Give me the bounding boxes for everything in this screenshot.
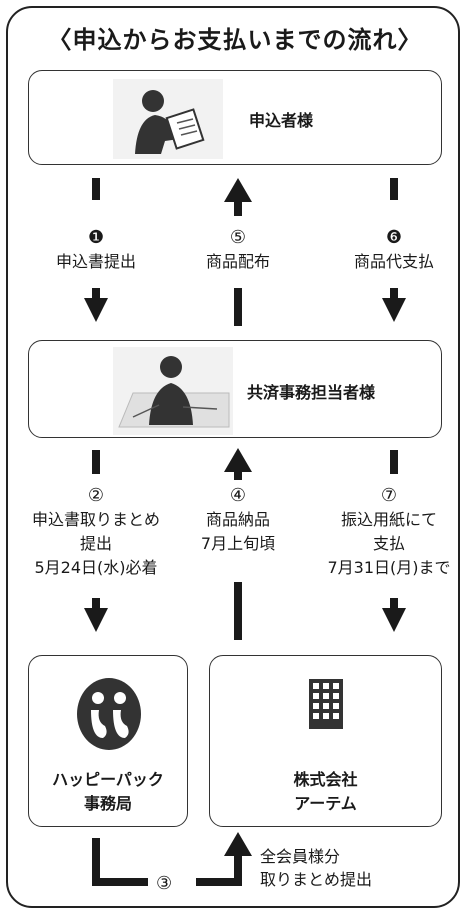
arrow-2-head: [84, 608, 108, 632]
step-2-line1: 申込書取りまとめ: [31, 510, 160, 529]
officer-box: 共済事務担当者様: [28, 340, 442, 438]
arrow-5-shaft: [234, 202, 242, 216]
happypack-label-1: ハッピーパック: [52, 770, 164, 789]
step-2-num: ②: [87, 485, 105, 506]
step-4-label: ④ 商品納品 7月上旬頃: [158, 484, 318, 556]
step-5-text: 商品配布: [205, 252, 270, 271]
step-3-line2: 取りまとめ提出: [260, 870, 373, 889]
arrow-7-shaft: [390, 598, 398, 608]
arrow-1-head: [84, 298, 108, 322]
arrow-1-shaft: [92, 288, 100, 298]
arrow-4-shaft-top: [234, 472, 242, 480]
step-7-num: ⑦: [380, 485, 398, 506]
arrow-5-head: [224, 178, 252, 202]
page-title: 〈申込からお支払いまでの流れ〉: [47, 26, 423, 54]
step-1-num: ❶: [87, 227, 105, 248]
artem-label-1: 株式会社: [293, 770, 358, 789]
flow-frame: [6, 6, 460, 908]
step-2-line3: 5月24日(水)必着: [34, 558, 158, 577]
arrow-5-shaft-bottom: [234, 288, 242, 326]
step-7-line2: 支払: [372, 534, 405, 553]
step-7-label: ⑦ 振込用紙にて 支払 7月31日(月)まで: [304, 484, 470, 580]
arrow-2-shaft-top: [92, 450, 100, 474]
step-6-text: 商品代支払: [353, 252, 434, 271]
step-3-line1: 全会員様分: [260, 847, 341, 866]
arrow-3-right: [196, 878, 242, 886]
step-5-label: ⑤ 商品配布: [158, 226, 318, 274]
arrow-4-shaft-bottom: [234, 582, 242, 640]
applicant-label: 申込者様: [249, 111, 314, 130]
arrow-3-head: [224, 832, 252, 856]
arrow-6-shaft-top: [390, 178, 398, 200]
step-1-text: 申込書提出: [55, 252, 136, 271]
step-3-num: ③: [156, 873, 173, 894]
happypack-box: ハッピーパック 事務局: [28, 655, 188, 827]
arrow-3-down: [92, 838, 100, 886]
step-4-line2: 7月上旬頃: [200, 534, 276, 553]
arrow-4-head: [224, 448, 252, 472]
arrow-6-head: [382, 298, 406, 322]
happypack-label-2: 事務局: [83, 794, 132, 813]
arrow-7-shaft-top: [390, 450, 398, 474]
step-5-num: ⑤: [229, 227, 247, 248]
step-7-line3: 7月31日(月)まで: [327, 558, 451, 577]
step-1-label: ❶ 申込書提出: [16, 226, 176, 274]
happypack-logo-icon: [77, 678, 141, 750]
person-reading-icon: [113, 79, 223, 159]
step-3-label: 全会員様分 取りまとめ提出: [260, 845, 372, 891]
officer-label: 共済事務担当者様: [247, 383, 376, 402]
artem-label-2: アーテム: [294, 794, 357, 813]
step-6-num: ❻: [385, 227, 403, 248]
arrow-1-shaft-top: [92, 178, 100, 200]
arrow-7-head: [382, 608, 406, 632]
step-2-line2: 提出: [79, 534, 112, 553]
step-2-label: ② 申込書取りまとめ 提出 5月24日(水)必着: [6, 484, 186, 580]
arrow-2-shaft: [92, 598, 100, 608]
person-at-desk-icon: [113, 347, 233, 435]
step-4-num: ④: [229, 485, 247, 506]
step-6-label: ❻ 商品代支払: [314, 226, 470, 274]
step-4-line1: 商品納品: [205, 510, 270, 529]
step-7-line1: 振込用紙にて: [340, 510, 437, 529]
arrow-3-left: [92, 878, 148, 886]
artem-box: 株式会社 アーテム: [209, 655, 442, 827]
arrow-6-shaft: [390, 288, 398, 298]
building-icon: [309, 679, 343, 729]
arrow-3-up: [234, 854, 242, 886]
applicant-box: 申込者様: [28, 70, 442, 165]
